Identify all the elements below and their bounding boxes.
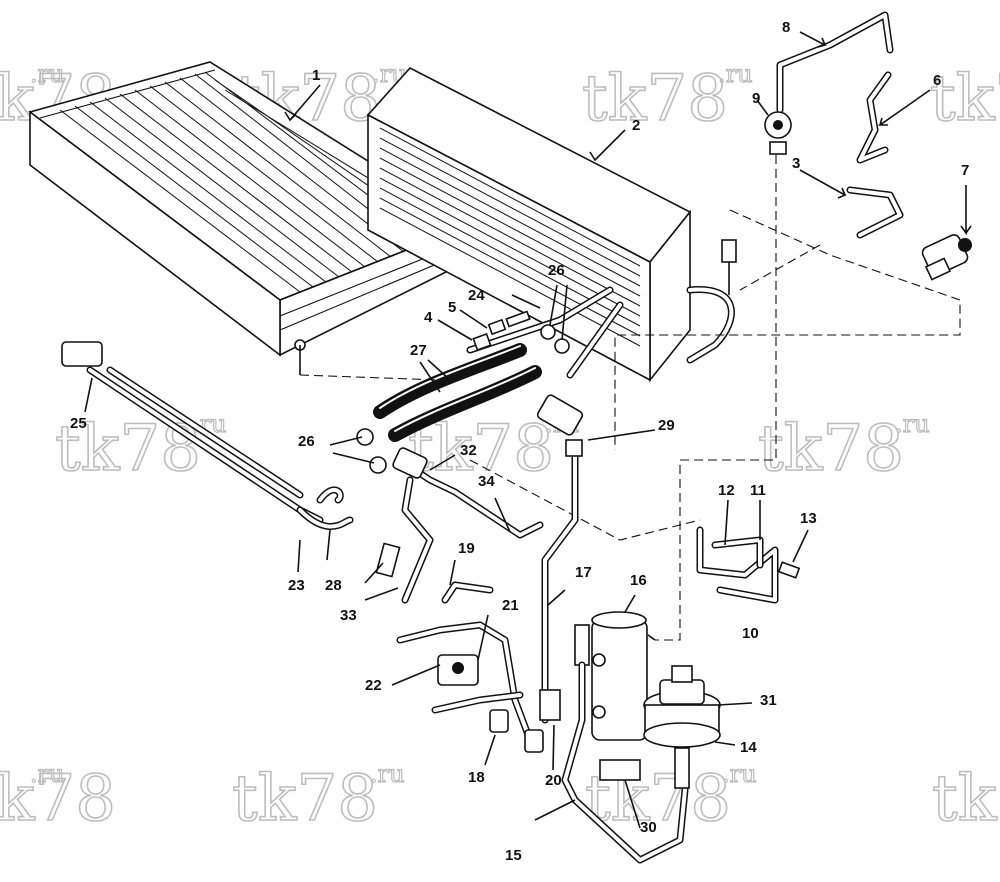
callout-30: 30	[640, 819, 657, 836]
evaporator-coil	[366, 67, 735, 383]
callout-29: 29	[658, 417, 675, 434]
watermark: tk78	[0, 762, 116, 836]
callout-9: 9	[752, 90, 760, 107]
callout-21: 21	[502, 597, 519, 614]
callout-15: 15	[505, 847, 522, 864]
expansion-valve	[921, 234, 972, 281]
callout-26-top: 26	[548, 262, 565, 279]
callout-11: 11	[750, 482, 766, 499]
callout-5: 5	[448, 299, 456, 316]
callout-12: 12	[718, 482, 735, 499]
watermark: tk78	[582, 62, 728, 136]
callout-32: 32	[460, 442, 477, 459]
watermark: tk78	[232, 762, 378, 836]
condenser-coil	[28, 61, 472, 375]
watermark-suffix: .ru	[370, 760, 405, 788]
callout-33: 33	[340, 607, 357, 624]
callout-23: 23	[288, 577, 305, 594]
callout-10: 10	[742, 625, 759, 642]
expansion-valve-lines	[721, 11, 972, 295]
callout-13: 13	[800, 510, 817, 527]
callout-17: 17	[575, 564, 592, 581]
callout-7: 7	[961, 162, 969, 179]
callout-4: 4	[424, 309, 433, 326]
watermark-suffix: .ru	[895, 410, 930, 438]
callout-28: 28	[325, 577, 342, 594]
callout-labels: 1 2 3 4 5 6 7 8 9 10 11 12 13 14 15 16 1…	[70, 19, 969, 864]
watermark-layer: tk78 .ru tk78 .ru tk78 .ru tk78 tk78 .ru…	[0, 59, 1000, 836]
watermark-suffix: .ru	[722, 760, 757, 788]
callout-22: 22	[365, 677, 382, 694]
callout-1: 1	[312, 67, 320, 84]
watermark: tk78	[55, 412, 201, 486]
connection-guides	[299, 155, 961, 641]
callout-leaders	[84, 31, 972, 829]
callout-2: 2	[632, 117, 640, 134]
callout-24: 24	[468, 287, 485, 304]
callout-34: 34	[478, 473, 495, 490]
refrigerant-hoses	[373, 343, 542, 442]
callout-8: 8	[782, 19, 790, 36]
liquid-line-25	[61, 341, 354, 531]
watermark-suffix: .ru	[30, 60, 65, 88]
callout-20: 20	[545, 772, 562, 789]
watermark-suffix: .ru	[30, 760, 65, 788]
callout-18: 18	[468, 769, 485, 786]
callout-6: 6	[933, 72, 941, 89]
watermark-suffix: .ru	[718, 60, 753, 88]
watermark: tk78	[932, 762, 1000, 836]
compressor-lines	[375, 447, 544, 753]
small-fittings	[356, 310, 570, 474]
callout-19: 19	[458, 540, 475, 557]
callout-31: 31	[760, 692, 777, 709]
watermark: tk78	[930, 62, 1000, 136]
callout-26-left: 26	[298, 433, 315, 450]
callout-14: 14	[740, 739, 757, 756]
callout-3: 3	[792, 155, 800, 172]
callout-16: 16	[630, 572, 647, 589]
tube-assembly-11	[696, 526, 801, 604]
evaporator-fins	[379, 127, 641, 347]
liquid-line-17	[536, 394, 584, 724]
callout-27: 27	[410, 342, 427, 359]
watermark: tk78	[758, 412, 904, 486]
callout-25: 25	[70, 415, 87, 432]
